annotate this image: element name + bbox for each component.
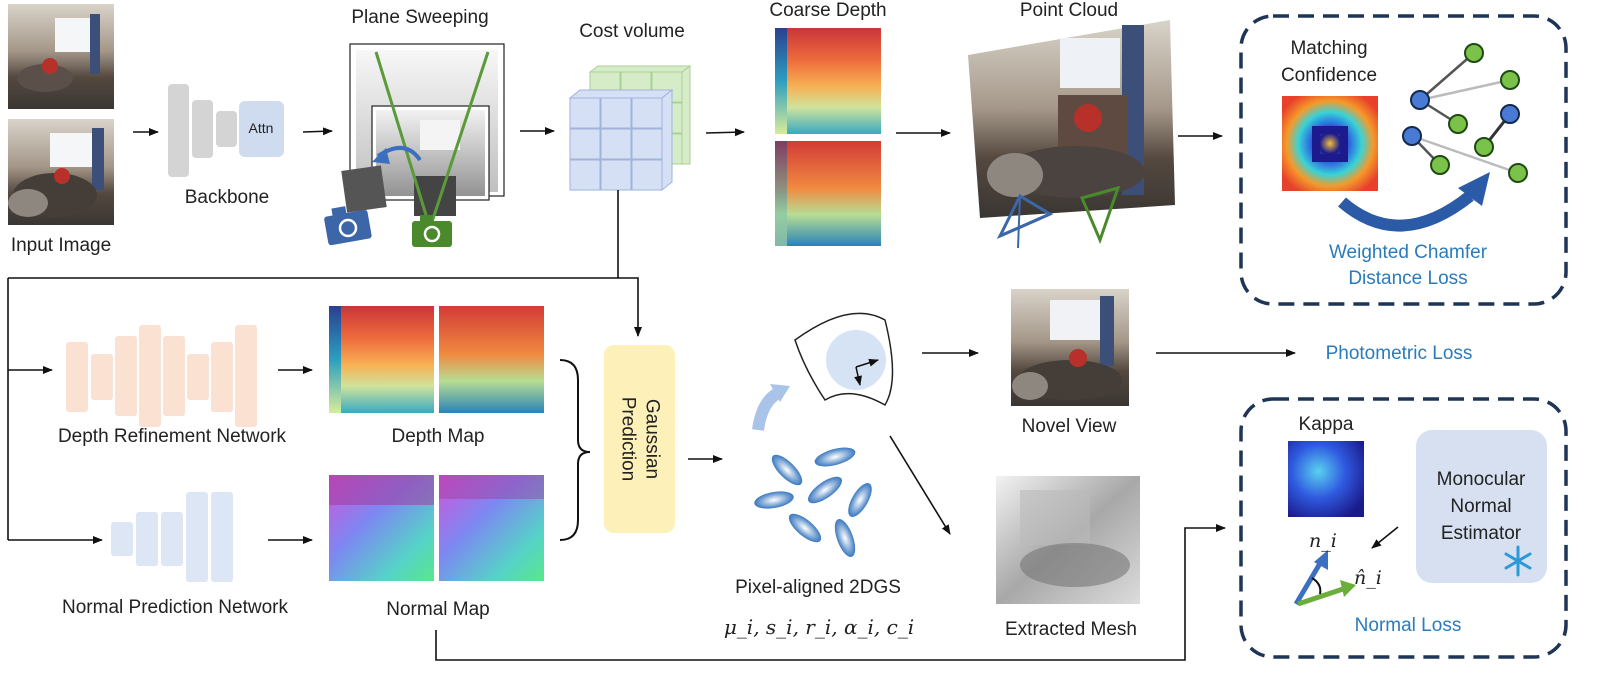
normal-prediction-network-block [111, 492, 233, 582]
normal-vectors-icon [1293, 550, 1356, 607]
cost-volume-label: Cost volume [579, 21, 685, 42]
extracted-mesh-label: Extracted Mesh [1005, 619, 1137, 640]
novel-view-label: Novel View [1021, 416, 1117, 437]
coarse-depth-label: Coarse Depth [769, 0, 887, 21]
normal-prediction-label: Normal Prediction Network [62, 597, 288, 618]
gaussian-prediction-label-wrap: Gaussian Prediction [604, 345, 675, 533]
kappa-label: Kappa [1298, 414, 1354, 435]
point-cloud-label: Point Cloud [1019, 0, 1119, 21]
monocular-label-line3: Estimator [1440, 523, 1522, 544]
reference-camera-icon [412, 215, 452, 247]
attn-label: Attn [248, 120, 274, 136]
n-i-label: n_i [1309, 530, 1337, 552]
normal-loss-label: Normal Loss [1354, 615, 1462, 636]
normal-loss-box [1239, 397, 1568, 659]
pixel-aligned-2dgs-label: Pixel-aligned 2DGS [735, 577, 901, 598]
chamfer-loss-box [1239, 14, 1568, 306]
normal-map-label: Normal Map [386, 599, 490, 620]
snowflake-icon [1504, 545, 1532, 577]
input-image-label: Input Image [10, 235, 112, 256]
gaussian-prediction-label-line1: Gaussian [641, 398, 663, 480]
depth-refinement-network-block [66, 325, 257, 427]
extracted-mesh-image [996, 476, 1140, 604]
surfel-icon [752, 312, 894, 431]
weighted-chamfer-label-line2: Distance Loss [1348, 268, 1468, 289]
n-hat-i-label: n̂_i [1354, 567, 1382, 589]
gaussian-splats [754, 447, 872, 557]
gaussian-prediction-label-line2: Prediction [617, 396, 639, 482]
monocular-label-line1: Monocular [1436, 469, 1526, 490]
weighted-chamfer-label-line1: Weighted Chamfer [1328, 242, 1488, 263]
novel-view-image [1011, 289, 1129, 406]
backbone-label: Backbone [184, 187, 270, 208]
backbone-block [168, 84, 284, 177]
matching-confidence-map [1282, 96, 1378, 191]
depth-refinement-label: Depth Refinement Network [57, 426, 287, 447]
cost-volume-cube [568, 65, 692, 192]
input-image-top [8, 4, 114, 109]
photometric-loss-label: Photometric Loss [1325, 343, 1473, 364]
kappa-map [1288, 441, 1364, 517]
point-cloud-render [968, 20, 1175, 249]
depth-map-images [329, 306, 544, 413]
input-image-bottom [8, 119, 114, 225]
chamfer-graph-icon [1338, 43, 1528, 232]
gaussian-params-label: μ_i, s_i, r_i, α_i, c_i [723, 615, 915, 639]
plane-sweeping-label: Plane Sweeping [351, 7, 489, 28]
merge-brace [559, 359, 591, 541]
gaussian-prediction-box [604, 345, 675, 533]
source-camera-icon [324, 206, 372, 246]
monocular-label-line2: Normal [1450, 496, 1512, 517]
coarse-depth-images [775, 28, 881, 246]
depth-map-label: Depth Map [391, 426, 485, 447]
normal-map-images [329, 475, 544, 581]
matching-confidence-label-line1: Matching [1290, 38, 1368, 59]
monocular-normal-estimator-box [1416, 430, 1547, 583]
matching-confidence-label-line2: Confidence [1280, 65, 1378, 86]
plane-sweeping-block [324, 43, 505, 247]
